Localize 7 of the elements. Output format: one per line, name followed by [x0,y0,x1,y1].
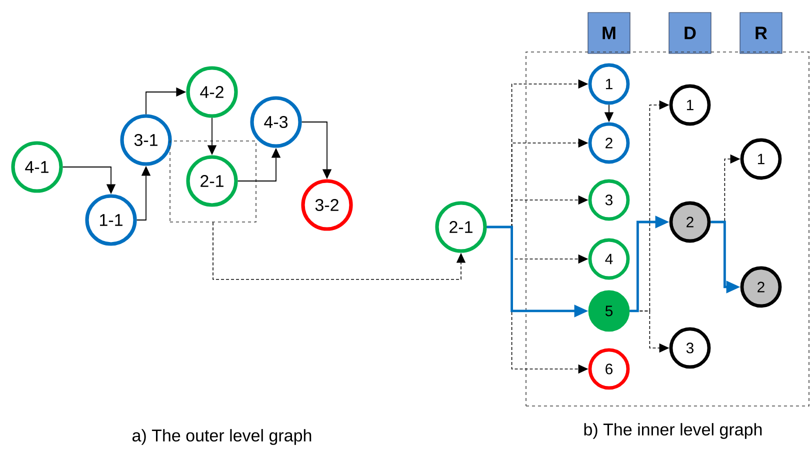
dashed-box [170,140,256,222]
column-header: R [740,12,782,54]
dashed-box [526,52,810,406]
column-header: D [668,12,712,54]
caption: a) The outer level graph [132,429,312,445]
caption: b) The inner level graph [584,423,762,439]
column-header: M [588,12,630,54]
